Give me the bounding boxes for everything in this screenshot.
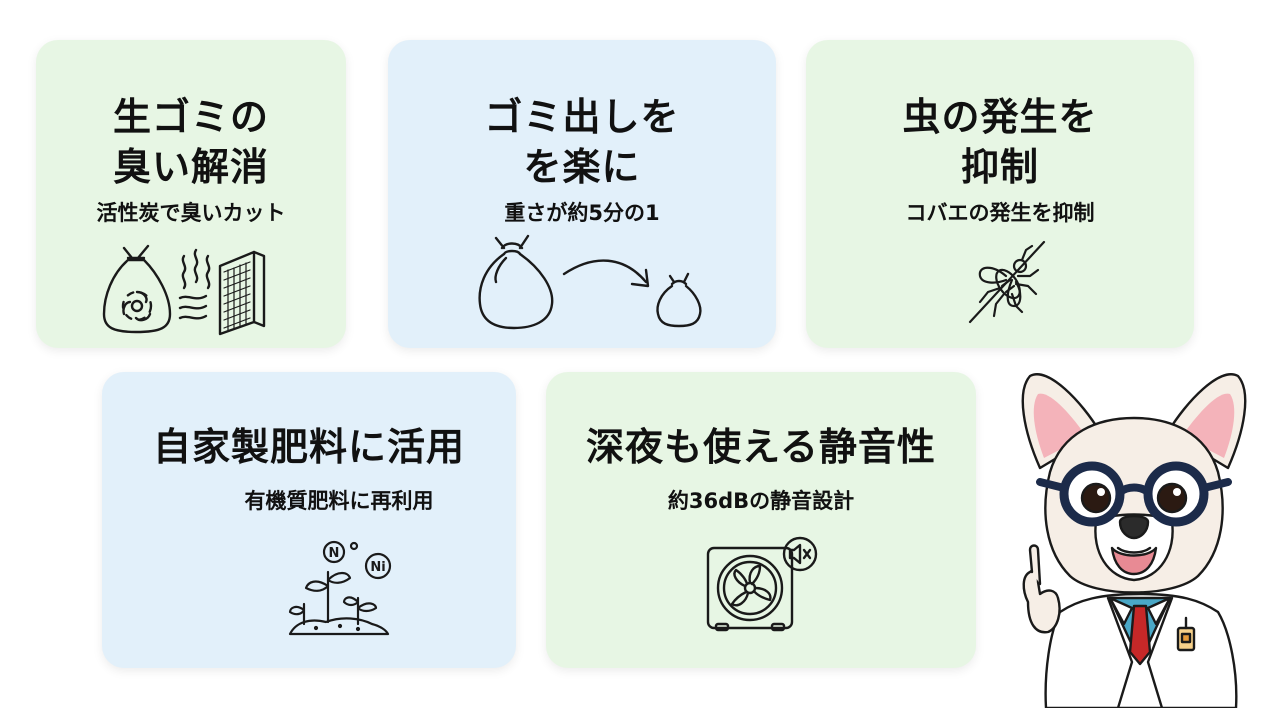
feature-card-quiet: 深夜も使える静音性 約36dBの静音設計 [546,372,976,668]
feature-card-odor: 生ゴミの 臭い解消 活性炭で臭いカット [36,40,346,348]
garbage-bag-shrink-icon [474,232,714,332]
nutrient-label-n: N [329,546,340,561]
feature-card-insects: 虫の発生を 抑制 コバエの発生を抑制 [806,40,1194,348]
card-subtitle: 有機質肥料に再利用 [244,489,434,513]
no-fly-icon [962,236,1052,326]
card-title: 虫の発生を 抑制 [902,95,1098,189]
nutrient-label-ni: Ni [370,560,385,575]
card-title: 自家製肥料に活用 [152,425,465,469]
card-title: 生ゴミの 臭い解消 [112,95,269,189]
sprout-nutrients-icon: N Ni [286,538,396,638]
biohazard-bag-odor-filter-icon [102,236,282,336]
feature-card-fertilizer: 自家製肥料に活用 有機質肥料に再利用 N Ni [102,372,516,668]
bulldog-doctor-mascot [1000,362,1268,710]
card-subtitle: 約36dBの静音設計 [667,489,855,513]
card-title: ゴミ出しを を楽に [484,95,680,189]
card-title: 深夜も使える静音性 [586,425,936,469]
feature-card-garbage: ゴミ出しを を楽に 重さが約5分の1 [388,40,776,348]
card-subtitle: コバエの発生を抑制 [905,201,1095,225]
card-subtitle: 重さが約5分の1 [504,201,660,225]
quiet-fan-icon [704,536,828,636]
card-subtitle: 活性炭で臭いカット [96,201,286,225]
